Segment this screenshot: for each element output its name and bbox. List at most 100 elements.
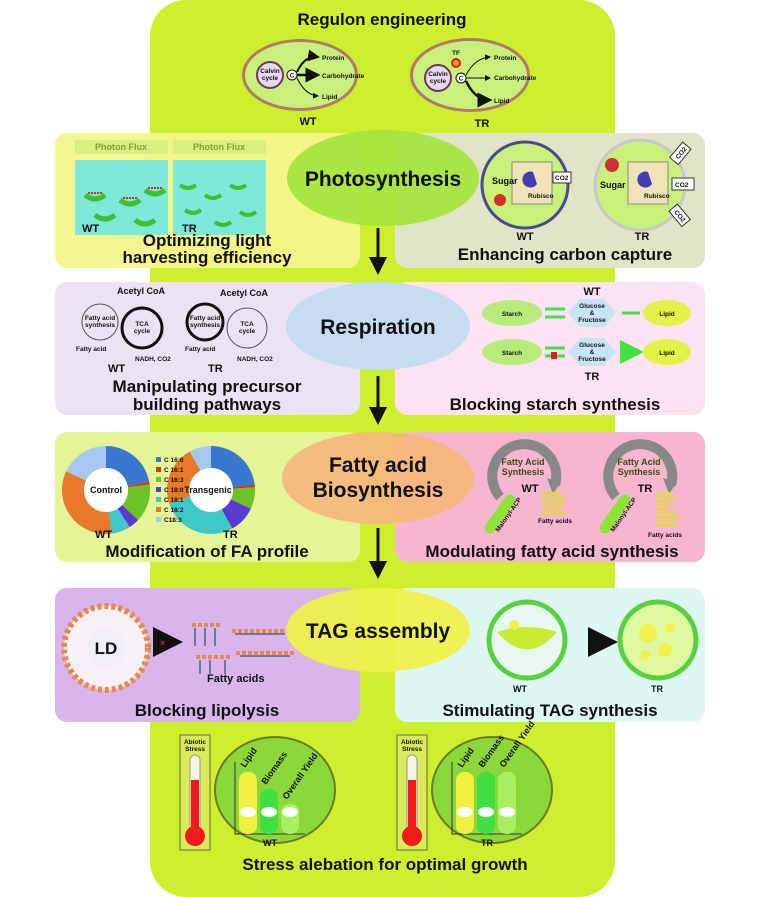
donut-slice-C160: [211, 446, 255, 488]
svg-text:TCA: TCA: [135, 321, 149, 328]
thermometer-icon: [408, 780, 416, 835]
control-label: Control: [90, 485, 122, 495]
svg-text:Fatty acids: Fatty acids: [648, 532, 682, 539]
respiration-label: Respiration: [320, 316, 436, 339]
svg-text:Photon Flux: Photon Flux: [193, 142, 245, 152]
svg-text:Glucose: Glucose: [579, 303, 605, 310]
svg-text:NADH, CO2: NADH, CO2: [237, 356, 273, 363]
genotype-label: TR: [481, 838, 493, 848]
yield-bar: [239, 772, 257, 834]
donut-slice-C161: [232, 484, 255, 489]
svg-text:Stress: Stress: [402, 746, 422, 753]
respiration-hub: [286, 282, 470, 370]
svg-text:Acetyl CoA: Acetyl CoA: [117, 286, 166, 296]
svg-text:CO2: CO2: [555, 175, 569, 182]
svg-text:C: C: [459, 76, 464, 83]
svg-text:Fatty acid: Fatty acid: [190, 315, 220, 322]
svg-text:TR: TR: [638, 483, 653, 495]
light-harvesting-caption-2: harvesting efficiency: [122, 248, 292, 267]
svg-text:NADH, CO2: NADH, CO2: [135, 356, 171, 363]
precursor-panel: [55, 282, 360, 415]
legend-swatch: [156, 507, 161, 512]
donut-slice-C163: [230, 487, 255, 509]
fa-biosynthesis-hub: [282, 432, 474, 524]
block-x-icon: [551, 352, 557, 359]
svg-text:Abiotic: Abiotic: [184, 739, 206, 746]
legend-swatch: [156, 497, 161, 502]
svg-text:TR: TR: [208, 363, 223, 375]
svg-text:Lipid: Lipid: [494, 98, 510, 105]
fa-biosynthesis-label-2: Biosynthesis: [313, 479, 444, 502]
yield-bar: [498, 772, 516, 834]
svg-text:TR: TR: [635, 231, 650, 243]
svg-text:WT: WT: [583, 286, 600, 298]
photosynthesis-hub: [287, 130, 479, 226]
legend-label: C 18:2: [164, 507, 184, 514]
svg-text:TR: TR: [651, 684, 663, 694]
svg-text:&: &: [590, 310, 595, 317]
svg-text:Photon Flux: Photon Flux: [95, 142, 147, 152]
svg-text:Fatty acid: Fatty acid: [85, 315, 115, 322]
svg-text:TF: TF: [452, 50, 460, 57]
donut-slice-C160: [106, 446, 150, 486]
legend-swatch: [156, 467, 161, 472]
svg-text:Starch: Starch: [502, 350, 522, 357]
diagram-title: Regulon engineering: [297, 10, 466, 29]
regulon-wt-cell: Calvin cycle C Protein Carbohydrate Lipi…: [242, 39, 365, 128]
donut-slice-C180: [221, 499, 251, 529]
svg-text:WT: WT: [299, 116, 316, 128]
legend-swatch: [156, 477, 161, 482]
svg-text:WT: WT: [521, 483, 538, 495]
svg-text:WT: WT: [513, 684, 527, 694]
svg-text:Lipid: Lipid: [659, 350, 675, 357]
legend-swatch: [156, 487, 161, 492]
light-harvesting-caption: Optimizing light: [143, 231, 272, 250]
fa-biosynthesis-label: Fatty acid: [329, 454, 427, 477]
svg-text:WT: WT: [95, 529, 112, 541]
thermometer-icon: [191, 780, 199, 835]
svg-text:TR: TR: [182, 223, 197, 235]
legend-label: C 18:1: [164, 497, 184, 504]
svg-text:Carbohydrate: Carbohydrate: [322, 73, 365, 80]
donut-hole: [84, 468, 128, 512]
carbon-capture-illustration: Rubisco Sugar CO2 WT Rubisco Sugar CO2 C…: [480, 138, 695, 243]
legend-label: C 16:3: [164, 477, 184, 484]
svg-text:&: &: [590, 349, 595, 356]
svg-text:TR: TR: [475, 118, 490, 130]
legend-label: C18:3: [164, 517, 182, 524]
stress-caption: Stress alebation for optimal growth: [242, 855, 527, 874]
svg-text:cycle: cycle: [262, 75, 279, 82]
precursor-illustration: Fatty acid synthesis TCA cycle Acetyl Co…: [76, 286, 273, 375]
lipolysis-illustration: LD × Fatty acids: [61, 603, 294, 693]
precursor-caption-2: building pathways: [133, 395, 281, 414]
svg-text:WT: WT: [82, 223, 99, 235]
transgenic-donut-chart: [167, 446, 255, 534]
donut-hole: [189, 468, 233, 512]
tag-synthesis-illustration: WT TR: [486, 599, 699, 694]
svg-text:Stress: Stress: [185, 746, 205, 753]
tag-assembly-label: TAG assembly: [306, 620, 451, 643]
svg-text:synthesis: synthesis: [190, 322, 220, 329]
carbon-capture-caption: Enhancing carbon capture: [458, 245, 672, 264]
svg-text:Calvin: Calvin: [428, 71, 448, 78]
svg-text:Acetyl CoA: Acetyl CoA: [220, 288, 269, 298]
svg-text:Carbohydrate: Carbohydrate: [494, 75, 537, 82]
tag-synthesis-caption: Stimulating TAG synthesis: [442, 701, 657, 720]
svg-text:Fructose: Fructose: [578, 317, 606, 324]
legend-label: C 16:1: [164, 467, 184, 474]
transgenic-label: Transgenic: [184, 485, 232, 495]
svg-text:Fatty acids: Fatty acids: [538, 518, 572, 525]
starch-illustration: WT Starch Glucose & Fructose Lipid Starc…: [482, 286, 691, 383]
photosynthesis-label: Photosynthesis: [305, 168, 461, 191]
donut-slice-C183: [66, 446, 106, 481]
svg-text:Starch: Starch: [502, 311, 522, 318]
svg-text:Sugar: Sugar: [600, 180, 626, 190]
donut-slice-C181: [169, 496, 233, 534]
svg-text:LD: LD: [95, 639, 118, 658]
svg-text:Protein: Protein: [322, 55, 344, 62]
precursor-caption: Manipulating precursor: [113, 377, 302, 396]
tag-assembly-hub: [286, 588, 470, 672]
svg-text:TR: TR: [223, 529, 238, 541]
